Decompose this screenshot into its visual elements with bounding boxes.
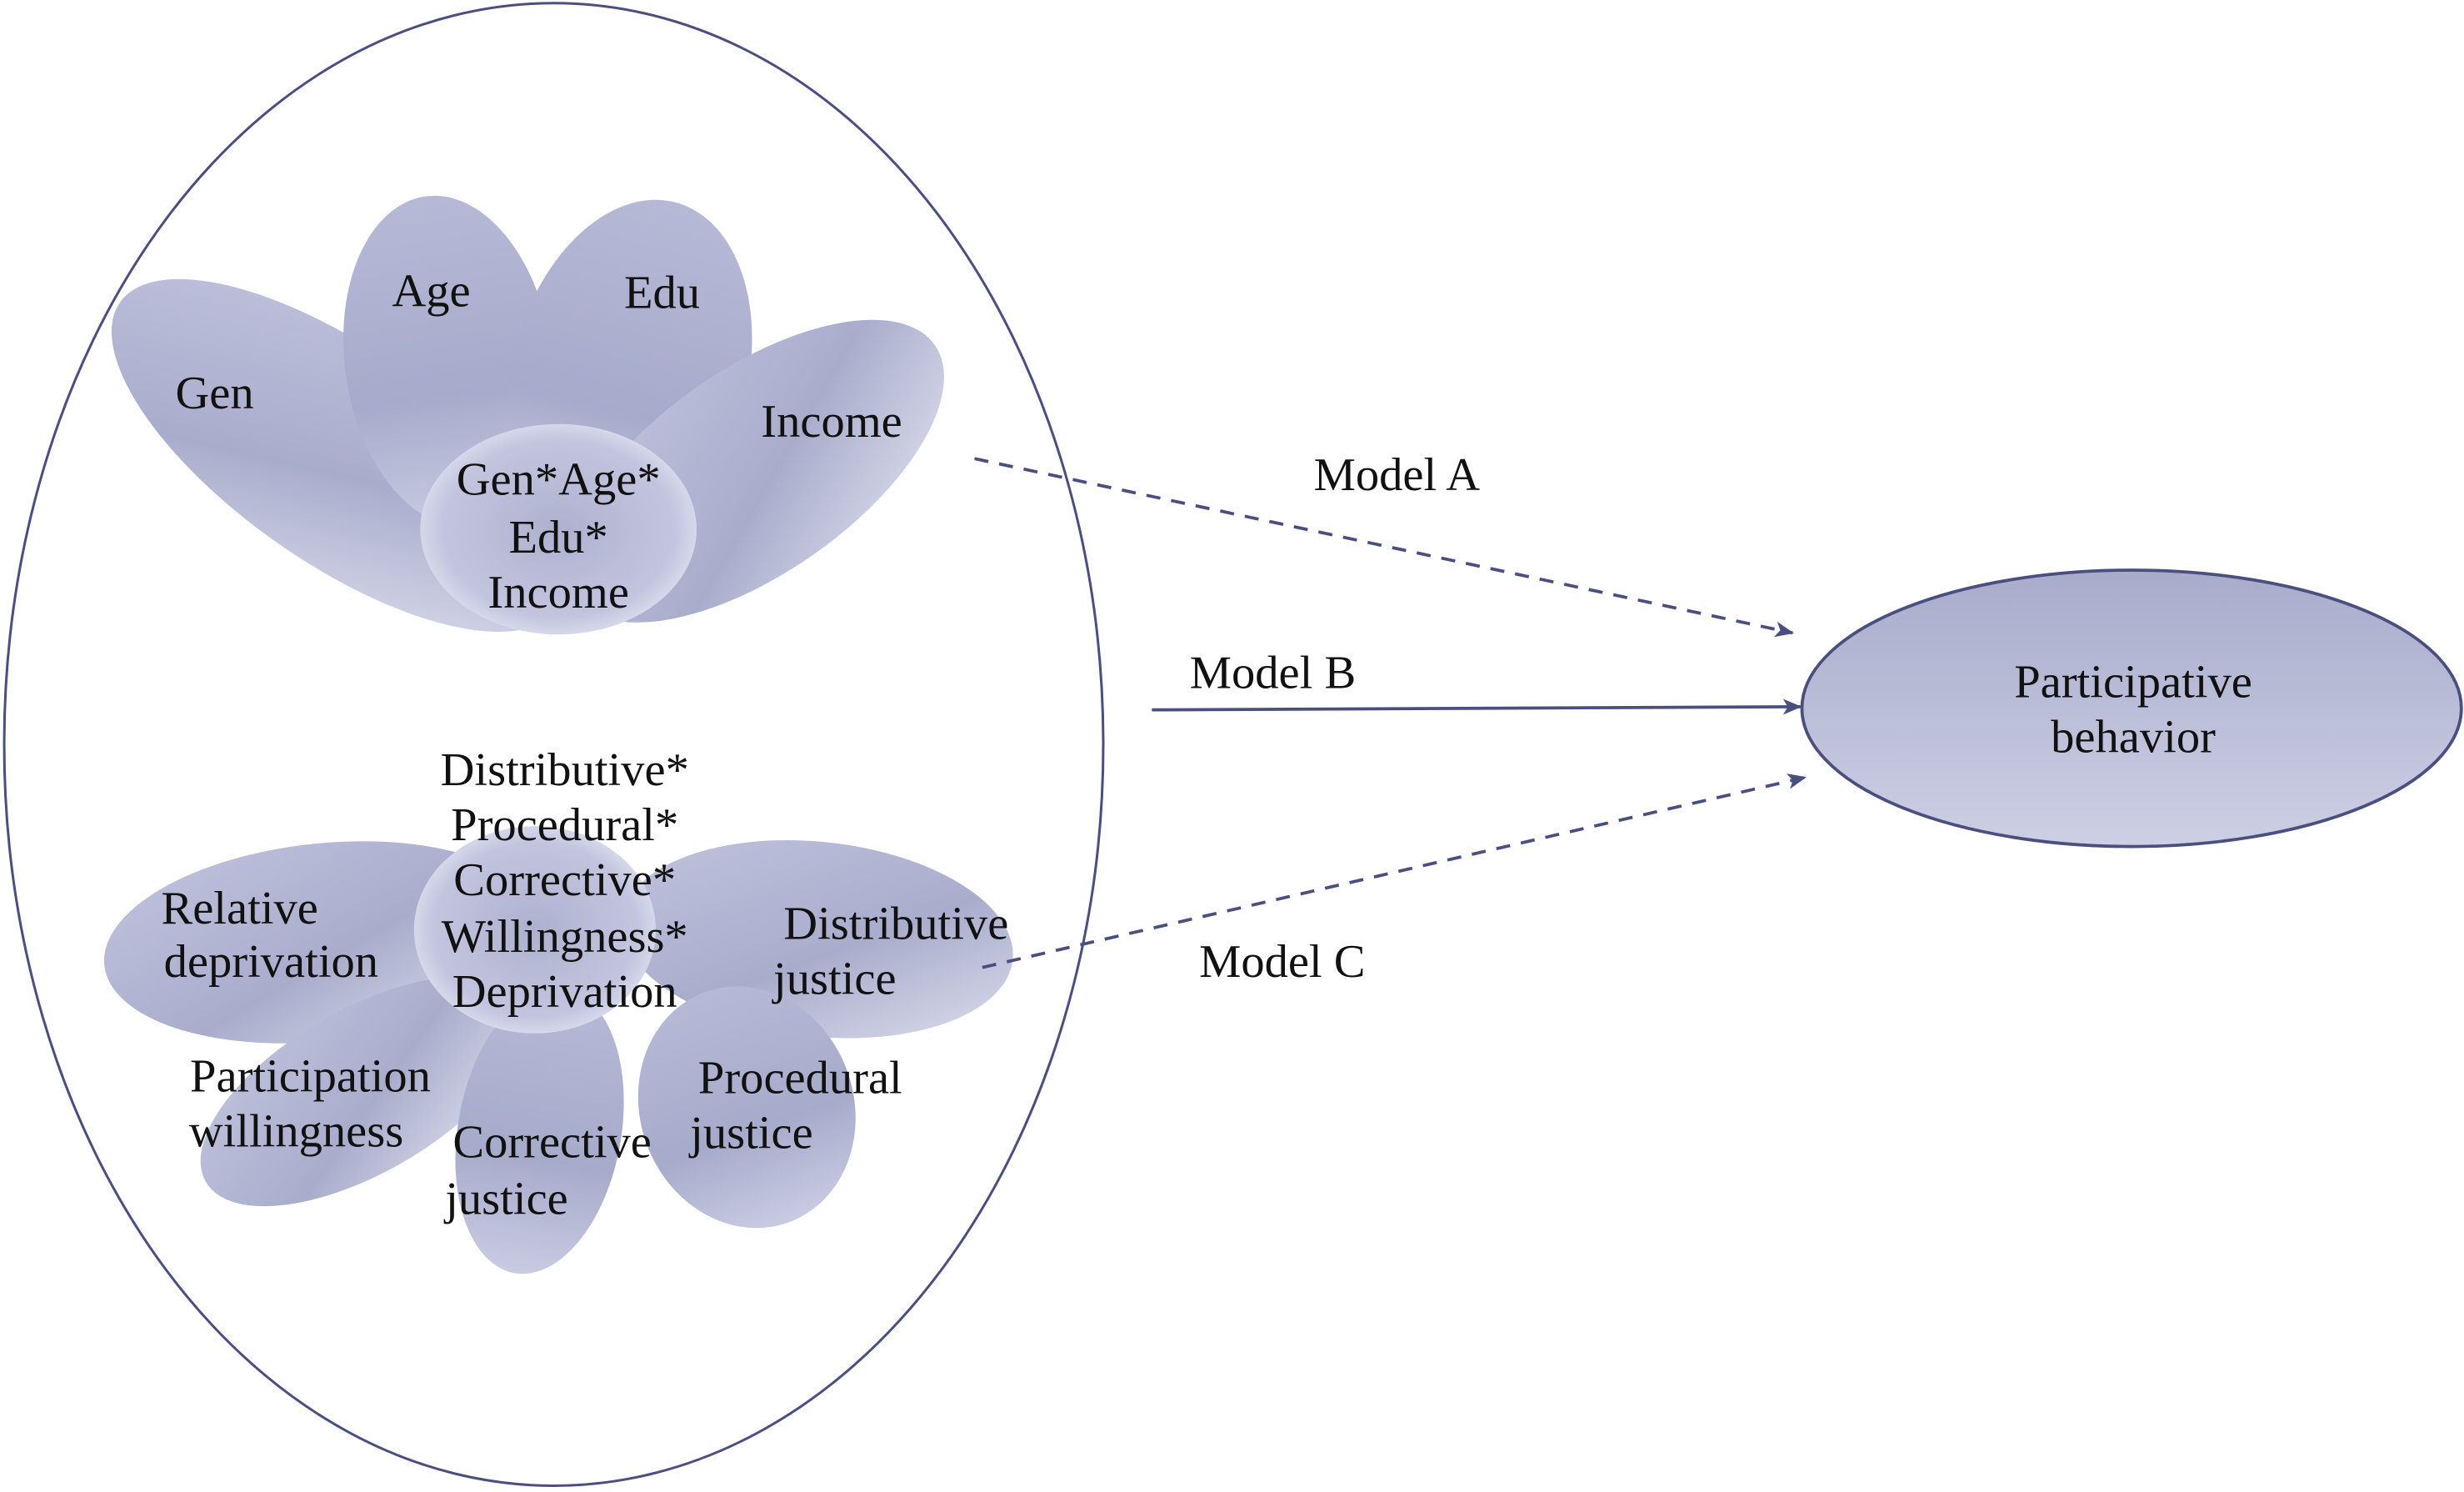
label-relative-deprivation-2: deprivation xyxy=(164,936,378,988)
perceptions-flower: Relative deprivation Distributive justic… xyxy=(103,744,1013,1274)
center-perceptions xyxy=(413,826,656,1034)
label-age: Age xyxy=(392,265,470,317)
petal-procedural-justice xyxy=(637,986,856,1229)
label-center-demo-2: Edu* xyxy=(509,512,608,563)
petal-participation-willingness xyxy=(200,976,524,1207)
label-gen: Gen xyxy=(175,368,253,419)
label-center-demo-3: Income xyxy=(487,567,628,618)
label-distributive-justice-1: Distributive xyxy=(783,899,1008,950)
arrow-model-c xyxy=(982,774,1807,969)
demographics-flower: Gen Age Edu Income Gen*Age* Edu* Income xyxy=(111,195,944,635)
label-center-perc-4: Willingness* xyxy=(442,911,688,963)
label-procedural-justice-1: Procedural xyxy=(698,1052,902,1104)
label-participation-willingness-1: Participation xyxy=(190,1051,431,1103)
label-center-perc-2: Procedural* xyxy=(451,799,678,851)
label-model-c: Model C xyxy=(1199,936,1365,988)
label-relative-deprivation-1: Relative xyxy=(162,883,318,934)
label-center-perc-3: Corrective* xyxy=(453,854,676,906)
label-income: Income xyxy=(761,396,902,448)
label-outcome-2: behavior xyxy=(2051,712,2216,764)
label-outcome-1: Participative xyxy=(2014,657,2252,708)
outcome-node xyxy=(1800,568,2463,849)
label-participation-willingness-2: willingness xyxy=(189,1105,403,1157)
label-center-demo-1: Gen*Age* xyxy=(457,454,661,506)
label-procedural-justice-2: justice xyxy=(688,1107,813,1159)
label-center-perc-1: Distributive* xyxy=(441,744,689,796)
label-corrective-justice-2: justice xyxy=(443,1173,568,1224)
petal-corrective-justice xyxy=(455,988,624,1274)
arrow-model-a xyxy=(974,457,1795,638)
label-model-b: Model B xyxy=(1190,647,1356,698)
label-edu: Edu xyxy=(624,267,700,318)
label-corrective-justice-1: Corrective xyxy=(452,1117,652,1169)
label-model-a: Model A xyxy=(1314,449,1481,501)
arrow-model-b xyxy=(1152,698,1802,715)
center-demographics xyxy=(420,423,697,635)
predictor-container xyxy=(2,2,1105,1487)
label-distributive-justice-2: justice xyxy=(772,954,897,1005)
label-center-perc-5: Deprivation xyxy=(452,966,677,1018)
